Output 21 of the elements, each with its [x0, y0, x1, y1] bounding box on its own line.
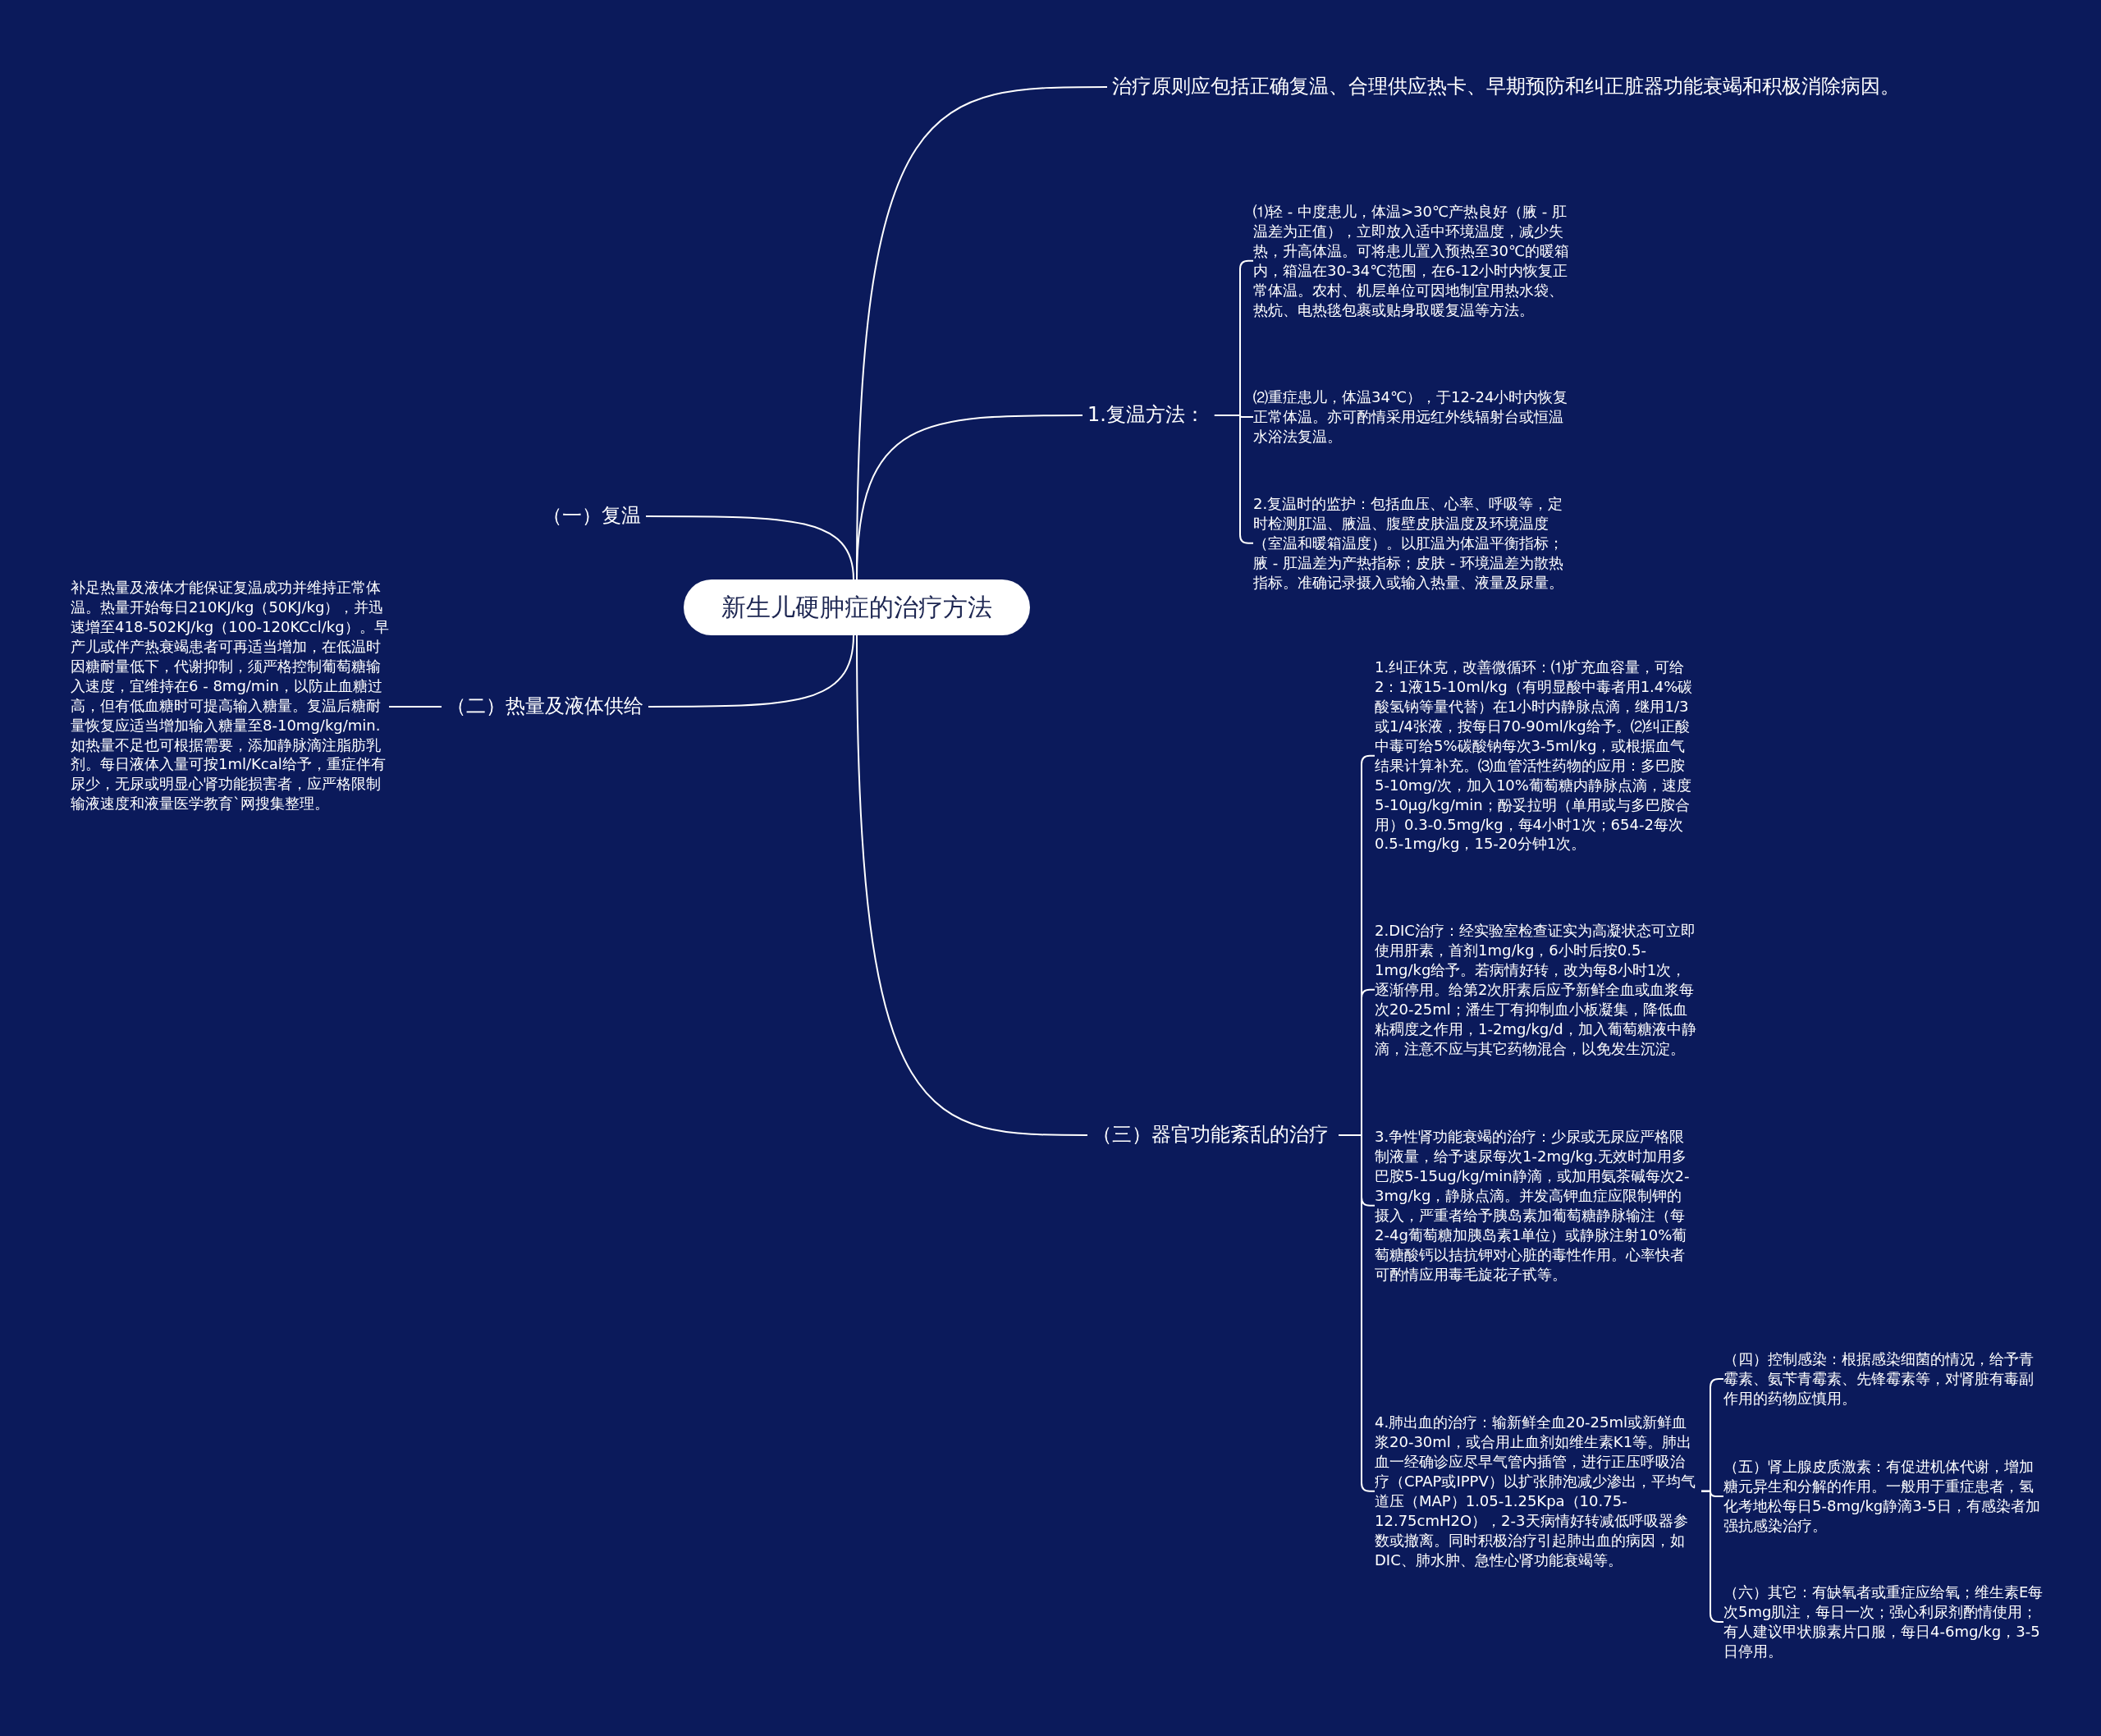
note-text: 补足热量及液体才能保证复温成功并维持正常体温。热量开始每日210KJ/kg（50KJ/kg），并迅速增至418-502KJ/kg（100-120KCcl/kg）。早产儿或伴产热衰竭患者可再适当增加，在低温时因糖耐量低下，代谢抑制，须严格控制葡萄糖输入速度，宜维持在6 - 8mg/min，以防止血糖过高，但有低血糖时可提高输入糖量。复温后糖耐量恢复应适当增加输入糖量至8-10mg/kg/min.如热量不足也可根据需要，添加静脉滴注脂肪乳剂。每日液体入量可按1ml/Kcal给予，重症伴有尿少，无尿或明显心肾功能损害者，应严格限制输液速度和液量医学教育`网搜集整理。: [71, 578, 389, 814]
connector-line: [645, 515, 854, 580]
note-text: 2.DIC治疗：经实验室检查证实为高凝状态可立即使用肝素，首剂1mg/kg，6小时后按0.5-1mg/kg给予。若病情好转，改为每8小时1次，逐渐停用。给第2次肝素后应予新鲜全血或血浆每次20-25ml；潘生丁有抑制血小板凝集，降低血粘稠度之作用，1-2mg/kg/d，加入葡萄糖液中静滴，注意不应与其它药物混合，以免发生沉淀。: [1375, 921, 1696, 1059]
note-text: ⑵重症患儿，体温34℃），于12-24小时内恢复正常体温。亦可酌情采用远红外线辐射台或恒温水浴法复温。: [1253, 387, 1575, 447]
note-text: 1.纠正休克，改善微循环：⑴扩充血容量，可给2：1液15-10ml/kg（有明显酸中毒者用1.4%碳酸氢钠等量代替）在1小时内静脉点滴，继用1/3或1/4张液，按每日70-90ml/kg给予。⑵纠正酸中毒可给5%碳酸钠每次3-5ml/kg，或根据血气结果计算补充。⑶血管活性药物的应用：多巴胺5-10mg/次，加入10%葡萄糖内静脉点滴，速度5-10μg/kg/min；酚妥拉明（单用或与多巴胺合用）0.3-0.5mg/kg，每4小时1次；654-2每次0.5-1mg/kg，15-20分钟1次。: [1375, 657, 1696, 854]
note-text: 3.争性肾功能衰竭的治疗：少尿或无尿应严格限制液量，给予速尿每次1-2mg/kg.无效时加用多巴胺5-15ug/kg/min静滴，或加用氨茶碱每次2-3mg/kg，静脉点滴。并发高钾血症应限制钾的摄入，严重者给予胰岛素加葡萄糖静脉输注（每2-4g葡萄糖加胰岛素1单位）或静脉注射10%葡萄糖酸钙以拮抗钾对心脏的毒性作用。心率快者可酌情应用毒毛旋花子甙等。: [1375, 1127, 1696, 1285]
branch-topic: （一）复温: [538, 502, 646, 531]
branch-topic: 1.复温方法：: [1083, 401, 1210, 430]
note-text: ⑴轻 - 中度患儿，体温>30℃产热良好（腋 - 肛温差为正值），立即放入适中环境温度，减少失热，升高体温。可将患儿置入预热至30℃的暖箱内，箱温在30-34℃范围，在6-12小时内恢复正常体温。农村、机层单位可因地制宜用热水袋、热炕、电热毯包裹或贴身取暖复温等方法。: [1253, 202, 1575, 320]
note-text: （四）控制感染：根据感染细菌的情况，给予青霉素、氨苄青霉素、先锋霉素等，对肾脏有毒副作用的药物应慎用。: [1723, 1349, 2045, 1408]
connector-line: [648, 634, 854, 708]
connector-line: [856, 634, 1088, 1136]
note-text: （六）其它：有缺氧者或重症应给氧；维生素E每次5mg肌注，每日一次；强心利尿剂酌情使用；有人建议甲状腺素片口服，每日4-6mg/kg，3-5日停用。: [1723, 1583, 2045, 1661]
note-text: 4.肺出血的治疗：输新鲜全血20-25ml或新鲜血浆20-30ml，或合用止血剂如维生素K1等。肺出血一经确诊应尽早气管内插管，进行正压呼吸治疗（CPAP或IPPV）以扩张肺泡减少渗出，平均气道压（MAP）1.05-1.25Kpa（10.75-12.75cmH2O），2-3天病情好转减低呼吸器参数或撤离。同时积极治疗引起肺出血的病因，如DIC、肺水肿、急性心肾功能衰竭等。: [1375, 1413, 1696, 1570]
branch-topic: （三）器官功能紊乱的治疗: [1087, 1120, 1334, 1150]
branch-topic: 治疗原则应包括正确复温、合理供应热卡、早期预防和纠正脏器功能衰竭和积极消除病因。: [1107, 72, 1905, 102]
connector-line: [388, 705, 442, 708]
note-text: 2.复温时的监护：包括血压、心率、呼吸等，定时检测肛温、腋温、腹壁皮肤温度及环境温度（室温和暖箱温度）。以肛温为体温平衡指标；腋 - 肛温差为产热指标；皮肤 - 环境温差为散热指标。准确记录摄入或输入热量、液量及尿量。: [1253, 494, 1575, 593]
note-text: （五）肾上腺皮质激素：有促进机体代谢，增加糖元异生和分解的作用。一般用于重症患者，氢化考地松每日5-8mg/kg静滴3-5日，有感染者加强抗感染治疗。: [1723, 1457, 2045, 1536]
branch-topic: （二）热量及液体供给: [442, 692, 648, 721]
central-topic: 新生儿硬肿症的治疗方法: [684, 579, 1030, 635]
